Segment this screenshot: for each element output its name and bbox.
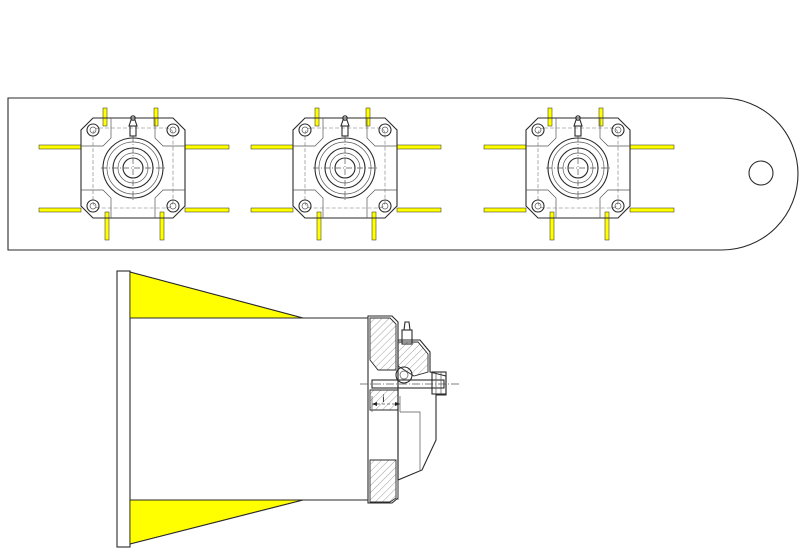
dimension-label: i xyxy=(382,394,385,405)
dimension-i: i xyxy=(371,394,401,412)
bearing-unit xyxy=(38,107,230,241)
mounting-plate xyxy=(116,270,131,548)
pivot-hole xyxy=(748,160,774,186)
bearing-unit xyxy=(483,107,675,241)
bearing-unit xyxy=(250,107,442,241)
bearing-housing-section xyxy=(360,315,460,504)
top-view xyxy=(7,97,799,251)
side-view: i xyxy=(116,270,460,548)
base-plate xyxy=(7,97,799,251)
